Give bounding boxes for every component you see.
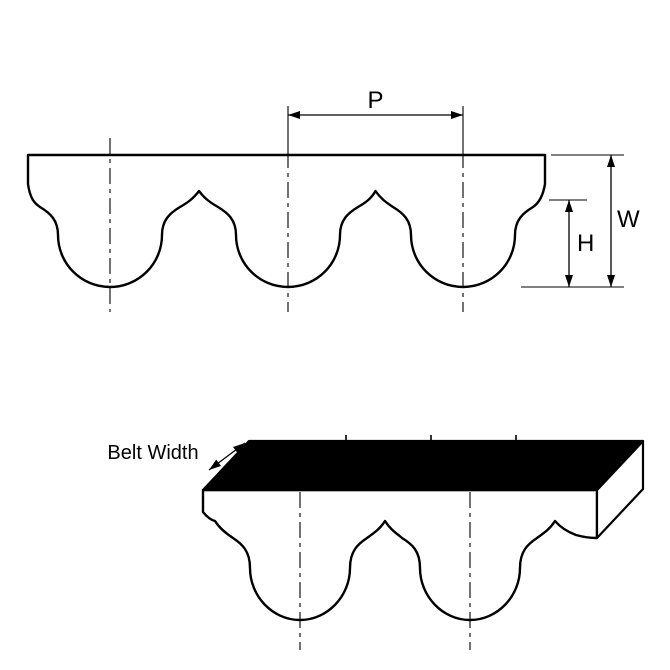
overall-thickness-dimension: W	[521, 154, 640, 288]
profile-view: P W H	[26, 87, 640, 312]
belt-profile-outline	[26, 153, 547, 289]
belt-width-arrow	[208, 442, 246, 471]
pitch-label: P	[367, 87, 383, 114]
belt-width-label: Belt Width	[107, 442, 198, 464]
thickness-label: W	[617, 206, 640, 233]
belt-front-face	[201, 488, 599, 622]
tooth-height-dimension: H	[549, 199, 594, 287]
tooth-height-label: H	[577, 230, 594, 257]
isometric-view: Belt Width	[107, 435, 645, 650]
pitch-dimension: P	[287, 87, 464, 152]
belt-top-face	[201, 439, 645, 492]
belt-width-annotation: Belt Width	[107, 442, 246, 471]
